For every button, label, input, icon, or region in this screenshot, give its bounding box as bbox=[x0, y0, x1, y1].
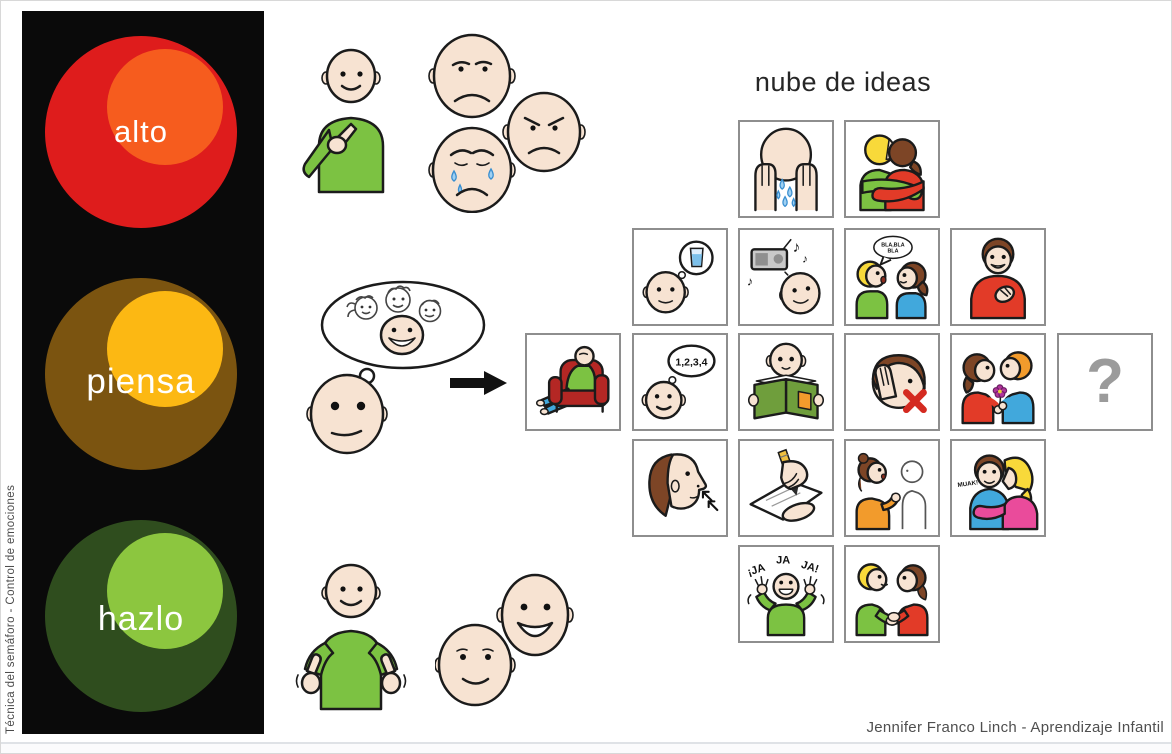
svg-text:¡JA: ¡JA bbox=[746, 562, 767, 579]
card-reading bbox=[738, 333, 834, 431]
svg-text:BLA: BLA bbox=[887, 249, 898, 255]
card-drink-water bbox=[632, 228, 728, 326]
card-handshake bbox=[844, 545, 940, 643]
svg-text:JA!: JA! bbox=[800, 559, 821, 576]
svg-text:MUAK!: MUAK! bbox=[957, 479, 978, 489]
handshake-icon bbox=[855, 563, 929, 637]
svg-text:♪: ♪ bbox=[802, 254, 808, 266]
rest-armchair-icon bbox=[535, 345, 610, 416]
traffic-light: alto piensa hazlo bbox=[22, 11, 264, 734]
kiss-icon: MUAK! bbox=[957, 454, 1039, 531]
counting-icon: 1,2,3,4 bbox=[641, 344, 716, 420]
card-rest-armchair bbox=[525, 333, 621, 431]
idea-cloud-title: nube de ideas bbox=[754, 67, 932, 97]
amber-light-inner-circle bbox=[107, 291, 223, 407]
card-counting: 1,2,3,4 bbox=[632, 333, 728, 431]
sad-angry-crying-faces-icon bbox=[428, 33, 586, 213]
right-arrow-icon bbox=[450, 371, 507, 395]
card-crying bbox=[738, 120, 834, 218]
card-hand-on-chest bbox=[950, 228, 1046, 326]
person-pointing-to-self-icon bbox=[302, 48, 385, 194]
drink-water-icon bbox=[642, 240, 714, 314]
green-light-label: hazlo bbox=[97, 600, 185, 638]
traffic-light-red: alto bbox=[45, 36, 237, 228]
traffic-light-green: hazlo bbox=[45, 520, 237, 712]
scan-bottom-edge bbox=[1, 742, 1171, 753]
not-listen-icon bbox=[871, 354, 927, 414]
reading-icon bbox=[747, 342, 825, 420]
svg-text:BLA,BLA: BLA,BLA bbox=[881, 242, 905, 248]
hand-on-chest-icon bbox=[970, 237, 1026, 320]
svg-text:♪: ♪ bbox=[793, 239, 801, 256]
card-ask-help bbox=[844, 439, 940, 537]
svg-text:1,2,3,4: 1,2,3,4 bbox=[675, 356, 707, 368]
card-give-flower bbox=[950, 333, 1046, 431]
happy-faces-icon bbox=[435, 573, 574, 707]
give-flower-icon bbox=[961, 351, 1035, 425]
credit-text: Jennifer Franco Linch - Aprendizaje Infa… bbox=[866, 719, 1164, 736]
card-not-listen bbox=[844, 333, 940, 431]
listen-music-icon: ♪ ♪ ♪ bbox=[747, 238, 821, 315]
red-light-label: alto bbox=[114, 114, 168, 149]
svg-text:JA: JA bbox=[776, 554, 790, 566]
person-thumbs-up-icon bbox=[295, 563, 407, 711]
card-laughing: ¡JA JA JA! bbox=[738, 545, 834, 643]
svg-text:♪: ♪ bbox=[747, 275, 753, 289]
think-head-with-bubble-icon bbox=[306, 280, 486, 455]
card-breathe bbox=[632, 439, 728, 537]
red-light-inner-circle bbox=[107, 49, 223, 165]
green-light-inner-circle bbox=[107, 533, 223, 649]
question-mark-icon: ? bbox=[1086, 347, 1124, 416]
talking-icon: BLA,BLA BLA bbox=[855, 235, 929, 320]
laughing-icon: ¡JA JA JA! bbox=[746, 554, 825, 637]
card-hug bbox=[844, 120, 940, 218]
side-vertical-caption: Técnica del semáforo - Control de emocio… bbox=[5, 484, 17, 734]
writing-icon bbox=[749, 448, 823, 522]
card-question: ? bbox=[1057, 333, 1153, 431]
ask-help-icon bbox=[855, 452, 927, 531]
hug-icon bbox=[859, 134, 925, 212]
amber-light-label: piensa bbox=[86, 362, 196, 401]
card-kiss: MUAK! bbox=[950, 439, 1046, 537]
crying-icon bbox=[754, 127, 818, 212]
card-listen-music: ♪ ♪ ♪ bbox=[738, 228, 834, 326]
card-talking: BLA,BLA BLA bbox=[844, 228, 940, 326]
traffic-light-amber: piensa bbox=[45, 278, 237, 470]
breathe-icon bbox=[648, 453, 719, 517]
card-writing bbox=[738, 439, 834, 537]
